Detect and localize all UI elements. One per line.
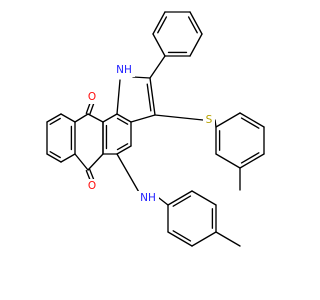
ketone-oxygen-top-label: O — [88, 91, 96, 103]
tolyl-ring-bond-3 — [239, 153, 265, 169]
anilino-ring-bond-3 — [191, 231, 217, 247]
anilino-ring-bond-1 — [191, 190, 217, 206]
phenyl-ring-bond-5 — [152, 33, 166, 57]
label-layer: NH O O S NH — [86, 63, 215, 205]
ketone-bottom-bond-second-line — [88, 168, 95, 181]
phenyl-ring-bond-4-second-line — [157, 16, 168, 34]
thioether-sulfur-label: S — [206, 114, 213, 126]
fused-ring-bond-3 — [116, 145, 132, 155]
o-bottom-label-mask — [86, 179, 98, 193]
phenyl-link — [149, 55, 166, 79]
tolyl-ring-bond-4 — [215, 153, 241, 169]
ketone-top-bond-second-line — [85, 101, 91, 115]
benzo-ring-bond-4 — [46, 153, 62, 163]
phenyl-ring-bond-1 — [189, 33, 203, 57]
quinone-bond-b — [87, 113, 104, 123]
ketone-top-bond — [89, 102, 95, 116]
anilino-ring-bond-0-second-line — [172, 195, 192, 207]
pyrrole-bond-c3-c3a — [130, 114, 156, 123]
benzo-ring-bond-3 — [60, 153, 76, 163]
fused-ring-bond-3-second-line — [116, 143, 129, 151]
nh-label-mask — [113, 63, 135, 77]
benzo-ring-bond-4-second-line — [49, 151, 61, 159]
anilino-ring-bond-0 — [167, 190, 193, 206]
phenyl-ring-bond-2-second-line — [187, 16, 198, 34]
o-top-label-mask — [86, 90, 98, 104]
amine-nh-label: NH — [140, 192, 156, 204]
fused-ring-bond-1 — [116, 113, 132, 123]
tolyl-ring-bond-1-second-line — [240, 117, 260, 129]
quinone-bond-c — [74, 153, 89, 171]
tolyl-ring-bond-1 — [239, 112, 265, 128]
pyrrole-bond-n1-c2 — [132, 76, 151, 79]
pyrrole-bond-c2-c3-second-line — [146, 83, 152, 112]
s-label-mask — [203, 113, 215, 127]
pyrrole-bond-c2-c3 — [149, 77, 156, 116]
c3-s-bond — [154, 114, 204, 121]
pyrrole-nh-label: NH — [116, 64, 132, 76]
benzo-ring-bond-1 — [60, 113, 76, 123]
tolyl-ring-bond-3-second-line — [240, 152, 260, 164]
bond-layer — [46, 11, 265, 247]
fused-ring-bond-1-second-line — [116, 117, 129, 125]
amine-nh-label-mask — [137, 191, 159, 205]
anilino-ring-bond-4 — [167, 231, 193, 247]
s-tolyl-link — [214, 119, 217, 128]
phenyl-ring-bond-2 — [189, 11, 203, 35]
quinone-bond-a — [74, 113, 89, 123]
molecule-structure-diagram: NH O O S NH — [46, 11, 265, 247]
fused-ring-bond-0 — [102, 113, 118, 123]
pyrrole-bond-n1-c7a — [116, 79, 121, 115]
benzo-ring-bond-0-second-line — [49, 117, 61, 125]
benzo-ring-bond-0 — [46, 113, 62, 123]
quinone-bond-d — [87, 153, 104, 171]
phenyl-ring-bond-4 — [152, 11, 166, 35]
anilino-ring-bond-4-second-line — [172, 230, 192, 242]
ketone-oxygen-bottom-label: O — [88, 180, 96, 192]
c5-n-bond — [116, 153, 141, 195]
anilino-methyl — [215, 231, 241, 247]
molecule-svg: NH O O S NH — [46, 11, 265, 247]
anilino-link — [158, 197, 169, 206]
tolyl-ring-bond-0 — [215, 112, 241, 128]
